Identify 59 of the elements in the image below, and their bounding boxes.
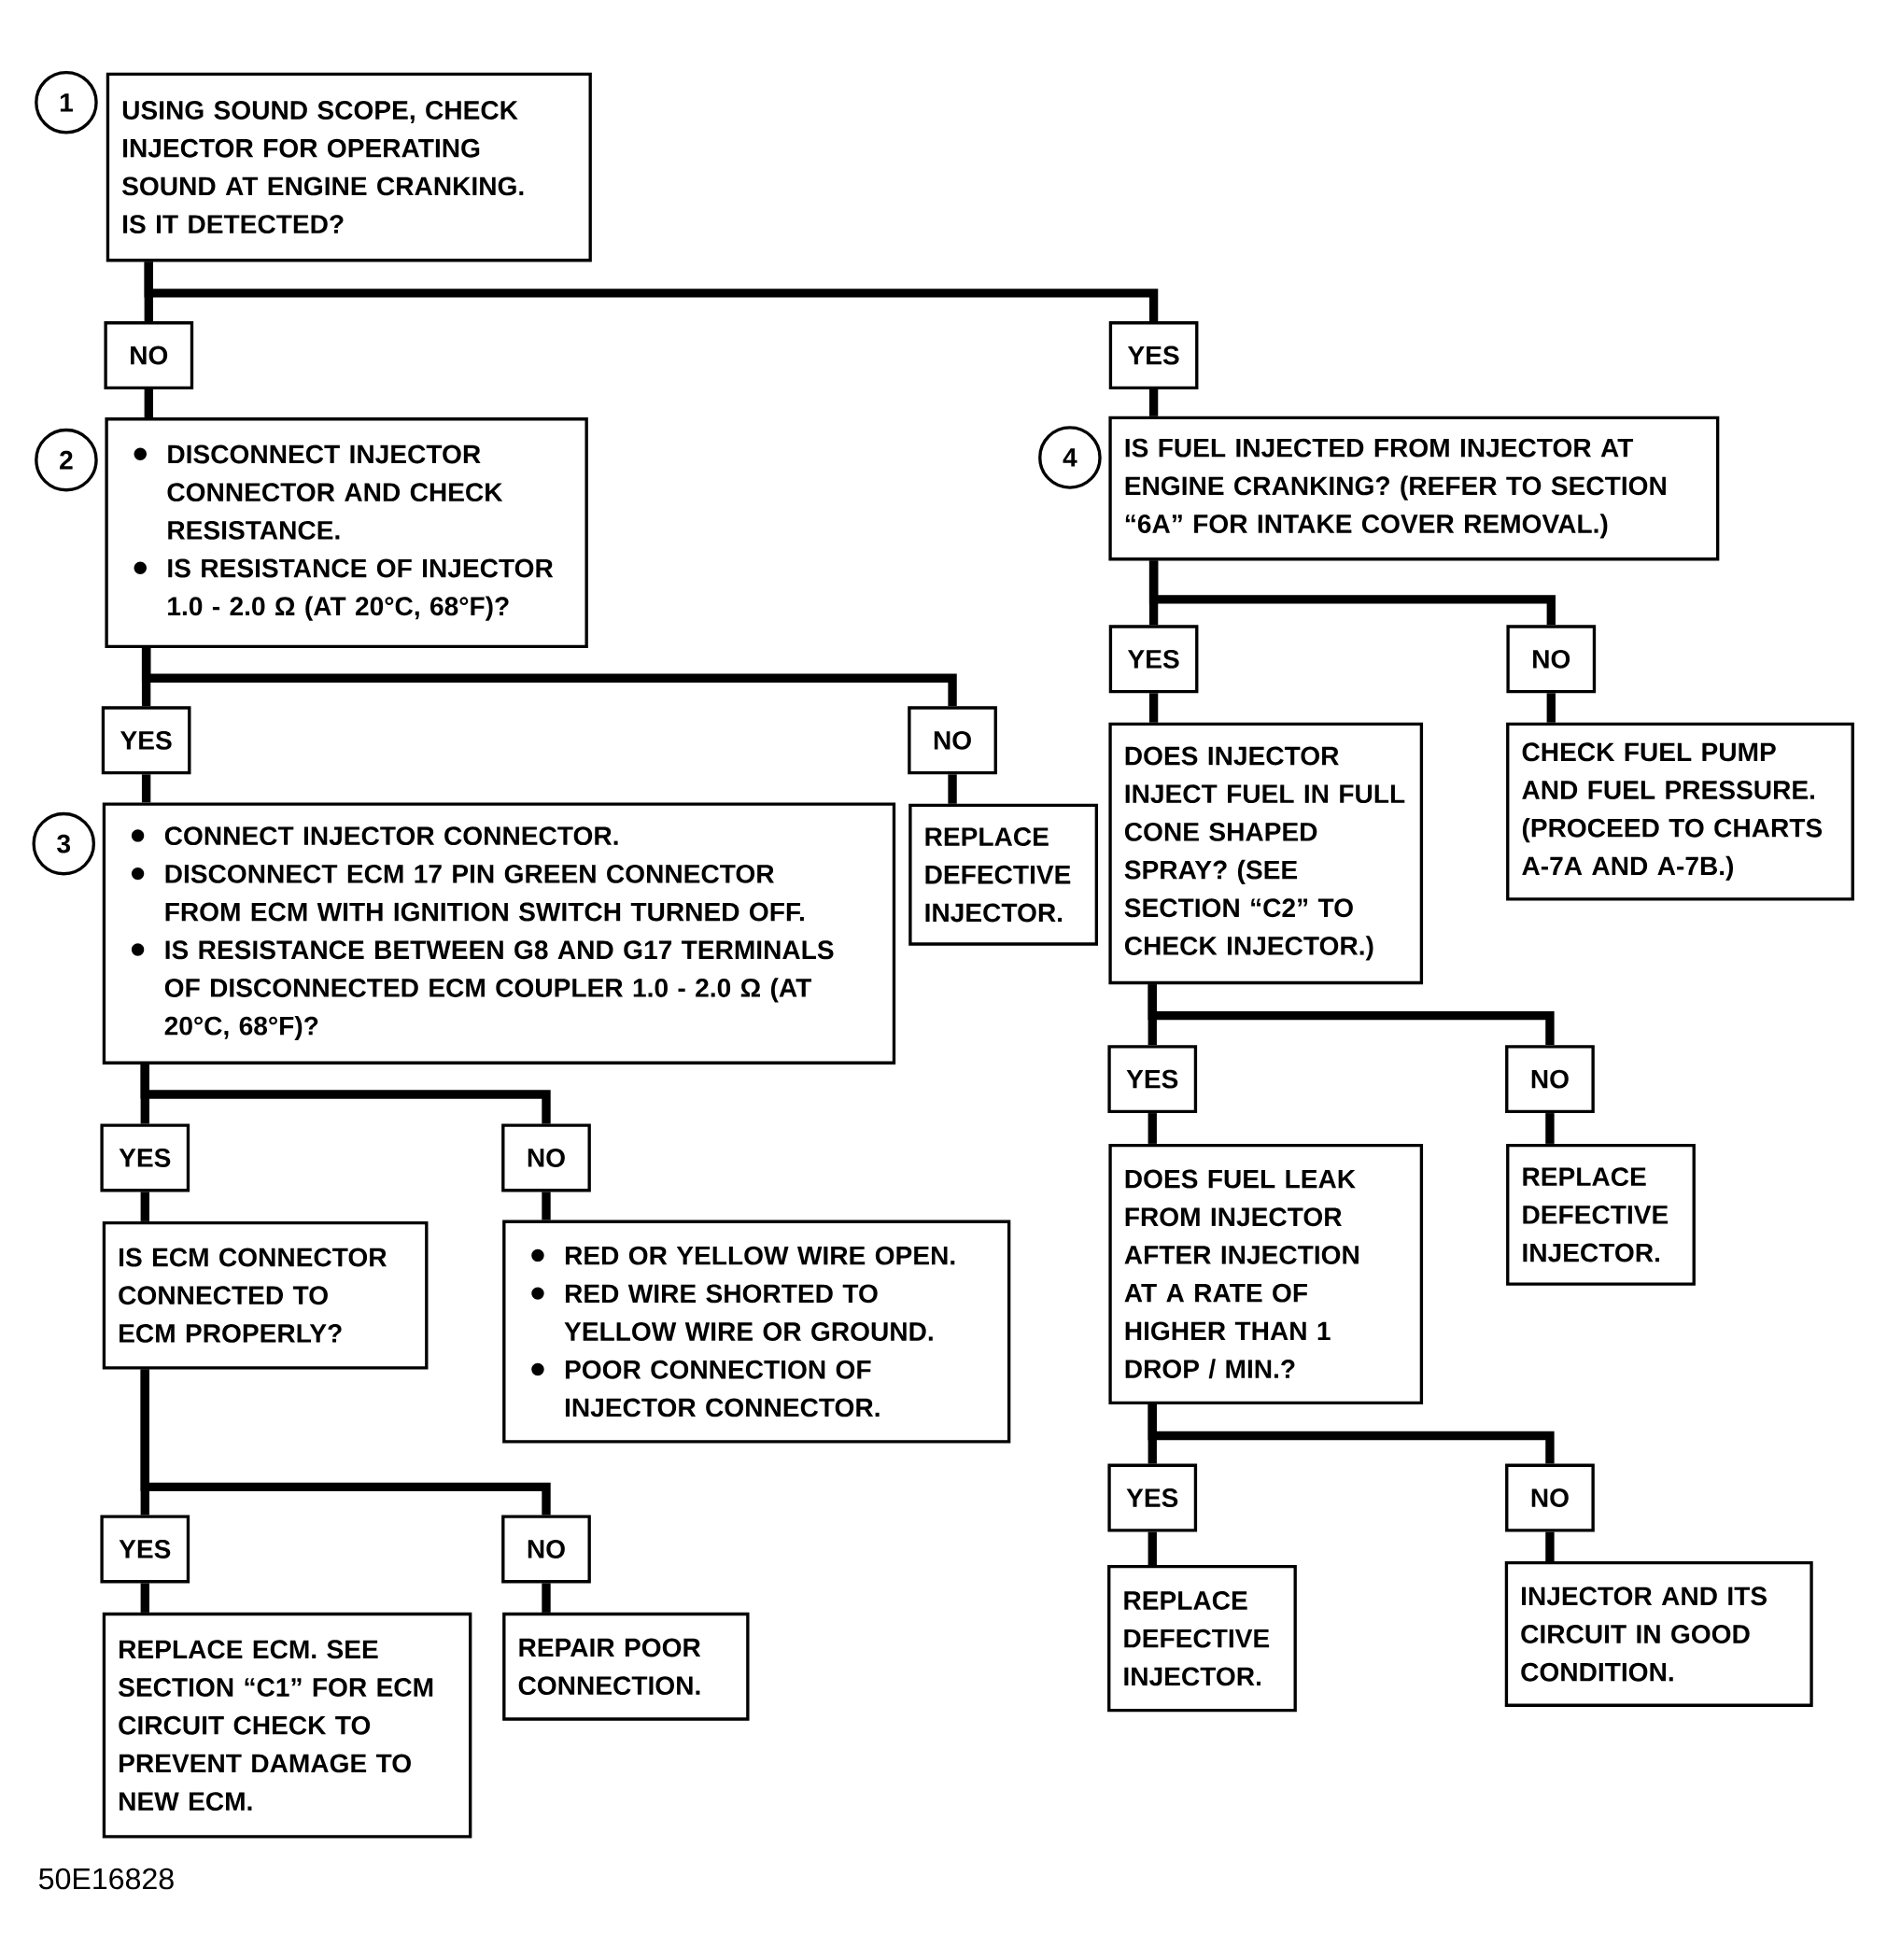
figure-id: 50E16828 — [38, 1868, 174, 1890]
process-box: REPAIR POOR CONNECTION. — [501, 1612, 750, 1721]
branch-box: NO — [104, 321, 193, 389]
instruction-text: DISCONNECT INJECTOR CONNECTOR AND CHECK RESISTANCE. — [167, 444, 503, 540]
connector-line — [542, 1583, 551, 1613]
branch-box: YES — [101, 706, 191, 775]
branch-box: NO — [500, 1515, 591, 1584]
connector-line — [141, 648, 957, 707]
instruction-text: POOR CONNECTION OF INJECTOR CONNECTOR. — [565, 1360, 880, 1417]
process-box: USING SOUND SCOPE, CHECK INJECTOR FOR OPERATING SOUND AT ENGINE CRANKING. IS IT DETECTED? — [106, 72, 592, 262]
connector-line — [140, 1583, 149, 1613]
process-box: REPLACE DEFECTIVE INJECTOR. — [1505, 1143, 1696, 1286]
connector-line — [1546, 693, 1556, 723]
connector-line — [144, 261, 1159, 322]
connector-line — [140, 1064, 551, 1124]
instruction-text: DISCONNECT ECM 17 PIN GREEN CONNECTOR FROM ECM WITH IGNITION SWITCH TURNED OFF. — [165, 864, 804, 922]
process-box: CHECK FUEL PUMP AND FUEL PRESSURE. (PROCEED TO CHARTS A-7A AND A-7B.) — [1505, 722, 1854, 901]
process-box: REPLACE ECM. SEE SECTION “C1” FOR ECM CIRCUIT CHECK TO PREVENT DAMAGE TO NEW ECM. — [102, 1612, 472, 1839]
process-box — [501, 1220, 1011, 1444]
branch-box: YES — [1108, 625, 1199, 694]
instruction-text: CONNECT INJECTOR CONNECTOR. — [164, 826, 618, 846]
connector-line — [1148, 560, 1556, 626]
branch-box: YES — [100, 1123, 190, 1192]
process-box — [102, 802, 895, 1065]
process-box: INJECTOR AND ITS CIRCUIT IN GOOD CONDITION. — [1504, 1561, 1813, 1707]
branch-box: YES — [1107, 1463, 1197, 1532]
branch-box: YES — [100, 1515, 190, 1584]
connector-line — [1545, 1113, 1555, 1144]
branch-box: YES — [1108, 321, 1199, 389]
connector-line — [1148, 1113, 1157, 1144]
connector-line — [542, 1192, 551, 1220]
process-box: DOES INJECTOR INJECT FUEL IN FULL CONE SHAPED SPRAY? (SEE SECTION “C2” TO CHECK INJECTOR.) — [1108, 722, 1423, 985]
process-box — [105, 417, 588, 649]
connector-line — [141, 774, 151, 803]
connector-line — [1545, 1531, 1555, 1561]
connector-line — [1148, 693, 1159, 723]
branch-box: NO — [1506, 625, 1596, 694]
connector-line — [1148, 1404, 1555, 1464]
connector-line — [144, 389, 153, 418]
instruction-text: RED OR YELLOW WIRE OPEN. — [565, 1246, 955, 1265]
process-box: DOES FUEL LEAK FROM INJECTOR AFTER INJECTION AT A RATE OF HIGHER THAN 1 DROP / MIN.? — [1108, 1143, 1423, 1404]
process-box: REPLACE DEFECTIVE INJECTOR. — [1106, 1565, 1297, 1713]
branch-box: NO — [1504, 1045, 1595, 1114]
process-box: IS ECM CONNECTOR CONNECTED TO ECM PROPERLY? — [102, 1220, 429, 1370]
process-box: REPLACE DEFECTIVE INJECTOR. — [908, 803, 1098, 946]
branch-box: NO — [1504, 1463, 1595, 1532]
branch-box: YES — [1107, 1045, 1197, 1114]
connector-line — [948, 774, 957, 804]
process-box: IS FUEL INJECTED FROM INJECTOR AT ENGINE CRANKING? (REFER TO SECTION “6A” FOR INTAKE COVER REMOVAL.) — [1108, 416, 1720, 561]
branch-box: NO — [908, 706, 997, 775]
connector-line — [1148, 984, 1555, 1046]
branch-box: NO — [500, 1123, 591, 1192]
instruction-text: IS RESISTANCE BETWEEN G8 AND G17 TERMINALS OF DISCONNECTED ECM COUPLER 1.0 - 2.0 Ω (AT 20°C, 68°F)? — [164, 940, 834, 1041]
instruction-text: RED WIRE SHORTED TO YELLOW WIRE OR GROUND. — [564, 1284, 933, 1341]
connector-line — [1148, 389, 1159, 416]
connector-line — [140, 1192, 149, 1221]
connector-line — [140, 1369, 551, 1516]
connector-line — [1148, 1531, 1157, 1565]
instruction-text: IS RESISTANCE OF INJECTOR 1.0 - 2.0 Ω (AT 20°C, 68°F)? — [167, 558, 554, 621]
